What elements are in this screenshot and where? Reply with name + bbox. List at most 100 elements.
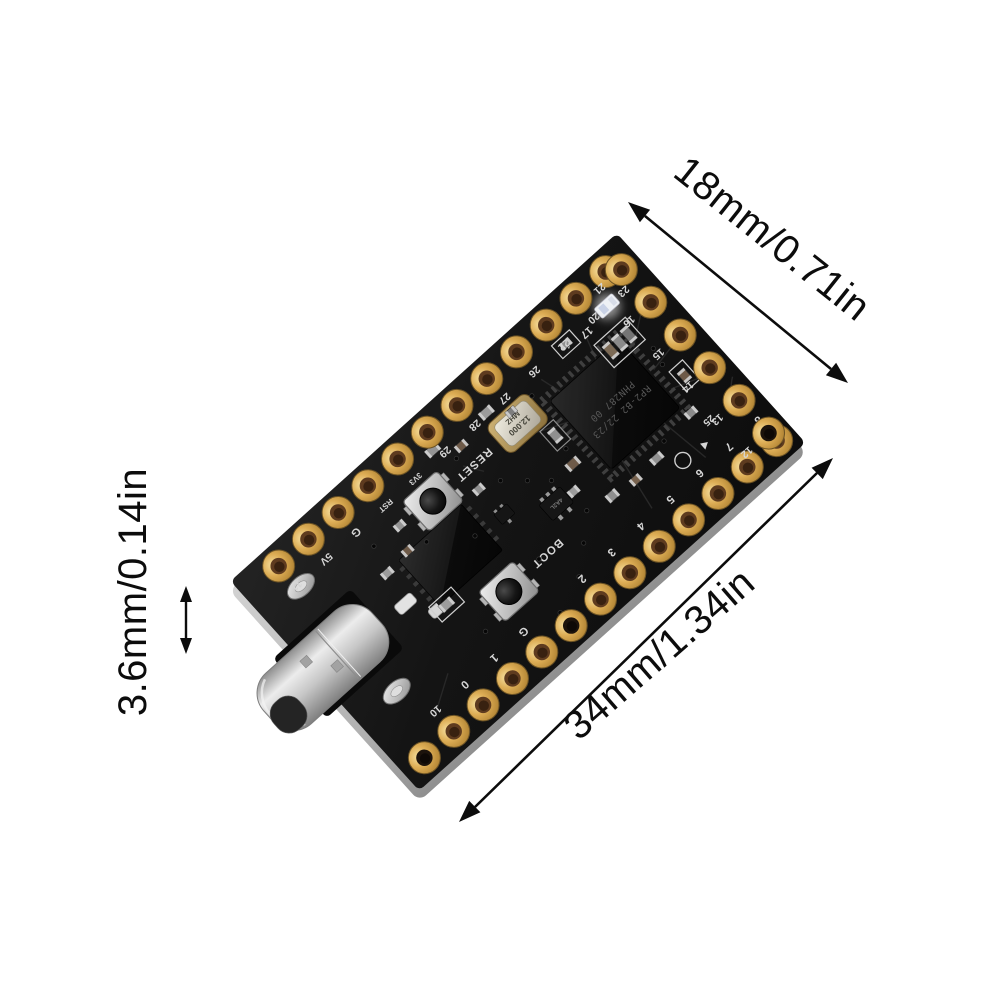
- passive-component: [619, 324, 639, 345]
- width-dimension-label: 18mm/0.71in: [666, 148, 879, 330]
- usb-seam: [315, 630, 359, 679]
- arrowhead-icon: [811, 458, 833, 480]
- pin-hole: [407, 741, 441, 775]
- pin-hole: 28: [440, 388, 483, 433]
- via: [371, 543, 377, 549]
- via: [536, 556, 542, 562]
- rp2040-chip: RP2-B2 22/23 PHN287 00: [536, 326, 694, 483]
- via: [529, 393, 535, 399]
- passive-component: [392, 518, 408, 534]
- passive-component: [610, 332, 630, 353]
- thickness-dimension-label: 3.6mm/0.14in: [111, 468, 155, 716]
- pin-hole: 2: [575, 572, 618, 616]
- sot23-transistor: [493, 503, 515, 525]
- pin-hole: 12: [738, 416, 786, 460]
- passive-component: [453, 438, 470, 454]
- pin-hole: 13: [709, 383, 756, 428]
- via: [661, 438, 667, 444]
- via: [563, 446, 569, 452]
- arrowhead-icon: [825, 362, 848, 383]
- passive-component: [566, 484, 582, 499]
- passive-component: [400, 543, 416, 559]
- passive-component: [683, 404, 699, 421]
- arrowhead-icon: [628, 202, 651, 223]
- arrowhead-icon: [180, 638, 192, 654]
- pin-hole: 6: [693, 466, 735, 510]
- pin-hole: G: [321, 495, 363, 539]
- via: [453, 455, 459, 462]
- usb-mount-lug: [382, 677, 411, 705]
- passive-component: [648, 450, 666, 467]
- dim-thickness: 3.6mm/0.14in: [111, 468, 192, 716]
- usb-c-connector: [256, 572, 449, 734]
- reset-button[interactable]: [399, 468, 466, 534]
- pin-hole: 10: [427, 702, 471, 748]
- via: [497, 478, 504, 484]
- passive-component: [628, 472, 644, 488]
- via: [581, 540, 587, 546]
- chip-pads: [536, 326, 694, 483]
- passive-component: [504, 405, 519, 419]
- pin-hole: 11: [262, 549, 304, 594]
- arrowhead-icon: [459, 800, 481, 822]
- usb-stamp-mark: [330, 659, 344, 673]
- length-arrow-line: [474, 472, 818, 808]
- passive-component: [437, 595, 456, 614]
- silk-arrow-icon: [700, 441, 708, 450]
- pin-hole: 26: [499, 335, 542, 380]
- chip-body: [550, 340, 680, 469]
- usb-opening: [269, 695, 308, 734]
- passive-component: [379, 565, 396, 581]
- reset-plunger[interactable]: [415, 483, 452, 520]
- boot-button[interactable]: [475, 559, 542, 625]
- passive-component: [601, 340, 621, 361]
- pin-hole: 21: [591, 253, 638, 297]
- pin-hole: 14: [679, 351, 727, 395]
- passive-component: [558, 336, 574, 352]
- pin-hole: 3: [605, 545, 647, 590]
- width-arrow-line: [644, 214, 832, 371]
- passive-component: [546, 426, 565, 445]
- pin-hole: [554, 609, 588, 643]
- pin-hole: 27: [470, 362, 513, 407]
- via: [472, 533, 478, 539]
- pin-hole: 1: [487, 651, 529, 695]
- passive-component: [676, 367, 693, 384]
- passive-component: [563, 455, 582, 473]
- pin-holes: 115VGRST3V3292827262220231001G2345678211…: [262, 253, 794, 775]
- pin-hole: G: [516, 624, 559, 669]
- passive-component: [604, 487, 621, 504]
- usb-seam-light: [317, 628, 362, 677]
- via: [524, 478, 531, 484]
- fiducial-ring: [674, 451, 692, 470]
- pcb-board: RP2-B2 22/23 PHN287 00 12.000 MHZ RESET: [232, 235, 804, 798]
- via: [423, 539, 430, 545]
- via: [650, 345, 656, 352]
- boot-plunger[interactable]: [491, 573, 528, 610]
- flash-pads: [466, 505, 504, 547]
- usb-rear-foot: [394, 592, 417, 615]
- via: [659, 361, 665, 368]
- chip-sheen: [550, 339, 619, 470]
- pin-hole: 4: [634, 519, 676, 563]
- pin-hole: 5V: [291, 522, 335, 568]
- flash-chip: [398, 504, 504, 607]
- power-led: [594, 293, 620, 319]
- via: [576, 574, 582, 580]
- regulator-ic: 4A2L: [539, 486, 574, 521]
- via: [584, 508, 590, 514]
- passive-component: [477, 403, 496, 422]
- pin-hole: 5: [663, 492, 706, 537]
- usb-stamp-mark: [299, 654, 314, 669]
- via: [548, 477, 555, 484]
- passive-component: [471, 482, 487, 497]
- via: [482, 628, 489, 634]
- pin-hole: 16: [620, 285, 668, 330]
- usb-mount-lug: [286, 572, 315, 600]
- passive-components: [379, 324, 699, 614]
- vias: [371, 345, 667, 634]
- flash-pads: [399, 565, 437, 607]
- arrowhead-icon: [180, 586, 192, 602]
